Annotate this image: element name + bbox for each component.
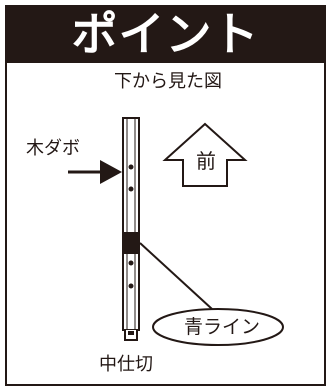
center-post-label: 中仕切 (99, 354, 153, 375)
partition-board (122, 117, 140, 331)
dowel-hole (128, 164, 134, 170)
dowel-hole (128, 283, 134, 289)
front-arrow (162, 122, 248, 187)
dowel-hole (128, 260, 134, 266)
dowel-label: 木ダボ (26, 138, 80, 159)
blue-line-callout (152, 308, 284, 346)
dowel-arrow-head (100, 160, 122, 184)
header-title: ポイント (71, 7, 260, 61)
blue-line-mark (122, 232, 140, 254)
dowel-hole (128, 186, 134, 192)
front-label: 前 (196, 149, 216, 173)
board-notch-inner (128, 331, 134, 335)
blue-line-leader (139, 242, 213, 310)
blue-line-label: 青ライン (184, 316, 261, 338)
view-caption: 下から見た図 (114, 71, 222, 92)
header-bar (5, 5, 326, 63)
